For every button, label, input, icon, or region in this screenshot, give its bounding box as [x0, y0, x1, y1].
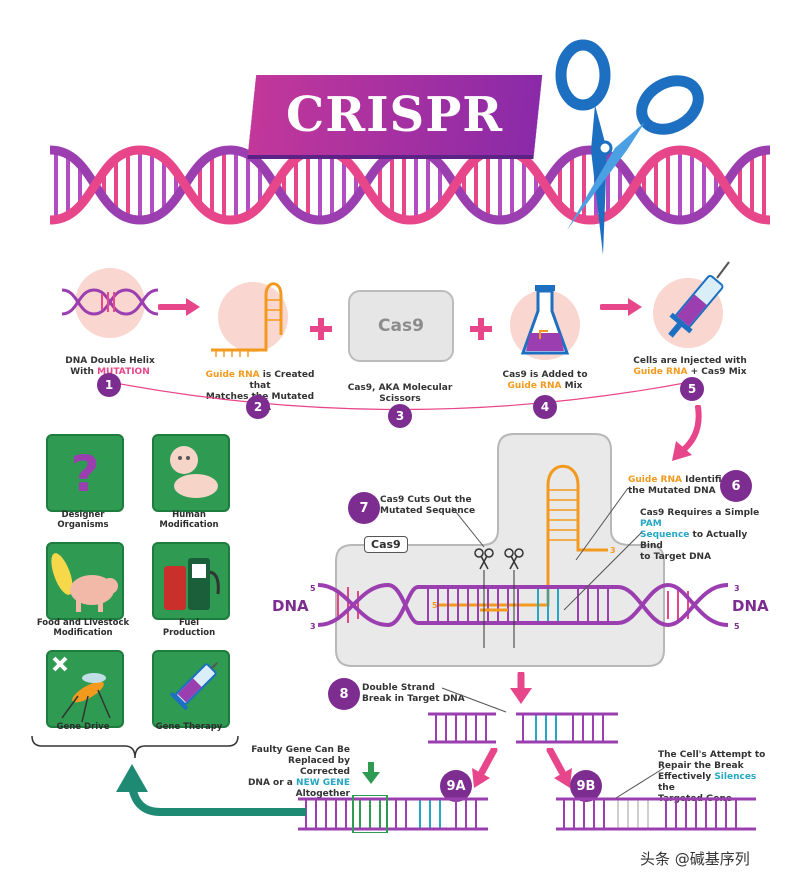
step2-circle — [218, 282, 288, 352]
annotation-leader — [451, 506, 485, 548]
flask-icon — [520, 285, 570, 355]
app-label: Fuel Production — [162, 618, 216, 638]
arrow-to-9b-icon — [546, 748, 572, 788]
rna-end-label: 5 — [432, 601, 438, 610]
applications-brace — [31, 735, 239, 759]
cut-lines — [483, 570, 515, 648]
outcome-9a-caption: Faulty Gene Can Be Replaced by Corrected… — [247, 745, 350, 799]
annotation-leader — [563, 487, 643, 611]
step9a-number: 9A — [440, 770, 472, 802]
step1-caption: DNA Double Helix With MUTATION — [65, 356, 155, 377]
target-dna-helix — [318, 582, 728, 628]
app-tile-human-modification — [152, 434, 230, 512]
plus-icon — [310, 318, 332, 340]
step6-caption: Guide RNA Identifies the Mutated DNA — [628, 475, 733, 496]
silenced-dna-segment — [556, 797, 756, 831]
app-label: Human Modification — [159, 510, 219, 530]
dna-label-left: DNA — [272, 597, 309, 615]
cas9-mechanism-body — [335, 433, 665, 667]
app-tile-fuel-production — [152, 542, 230, 620]
cas9-label: Cas9 — [364, 536, 408, 553]
app-label: Gene Therapy — [155, 722, 223, 732]
question-mark-icon: ? — [70, 445, 99, 503]
guide-rna-icon — [211, 282, 283, 357]
strand-end-label: 5 — [734, 622, 740, 631]
app-label: Gene Drive — [56, 722, 110, 732]
step7-number: 7 — [348, 492, 380, 524]
step9b-number: 9B — [570, 770, 602, 802]
arrow-down-icon — [362, 762, 380, 784]
page-title: CRISPR — [286, 87, 504, 143]
syringe-icon — [668, 261, 730, 338]
guide-rna-hairpin — [438, 464, 608, 607]
step5-number: 5 — [680, 377, 704, 401]
step4-caption: Cas9 is Added to Guide RNA Mix — [502, 370, 588, 391]
step5-caption: Cells are Injected with Guide RNA + Cas9… — [633, 356, 747, 377]
step1-number: 1 — [97, 373, 121, 397]
step2-number: 2 — [246, 395, 270, 419]
app-tile-designer-organisms: ? — [46, 434, 124, 512]
strand-end-label: 3 — [310, 622, 316, 631]
arrow-down-left-icon — [672, 405, 702, 461]
strand-end-label: 5 — [310, 584, 316, 593]
app-label: Designer Organisms — [57, 510, 109, 530]
pig-corn-icon — [51, 553, 118, 612]
mosquito-icon — [52, 656, 111, 723]
arrow-right-icon — [158, 298, 200, 316]
arrow-to-9a-icon — [472, 748, 498, 788]
rna-end-label: 3 — [610, 546, 616, 555]
svg-text:?: ? — [70, 445, 99, 503]
step7-caption: Cas9 Cuts Out the Mutated Sequence — [380, 495, 476, 516]
step8-caption: Double Strand Break in Target DNA — [362, 683, 465, 704]
title-banner: CRISPR — [247, 75, 543, 155]
cas9-protein-icon: Cas9 — [348, 290, 454, 362]
broken-dna-segment — [428, 712, 618, 744]
strand-end-label: 3 — [734, 584, 740, 593]
app-tile-food-livestock — [46, 542, 124, 620]
cut-scissors-icon — [474, 548, 494, 570]
syringe-icon — [169, 662, 218, 711]
app-label: Food and Livestock Modification — [36, 618, 130, 638]
step6-number: 6 — [720, 470, 752, 502]
dna-label-right: DNA — [732, 597, 769, 615]
baby-icon — [170, 446, 218, 498]
plus-icon — [470, 318, 492, 340]
arrow-right-icon — [600, 298, 642, 316]
step8-number: 8 — [328, 678, 360, 710]
app-tile-gene-therapy — [152, 650, 230, 728]
arrow-down-icon — [510, 672, 532, 704]
cas9-logo-text: Cas9 — [378, 316, 424, 336]
return-arrow-icon — [116, 764, 306, 816]
step4-number: 4 — [533, 395, 557, 419]
scissors-icon — [555, 39, 704, 255]
cut-scissors-icon — [504, 548, 524, 570]
dna-mutation-icon — [62, 288, 158, 316]
app-tile-gene-drive — [46, 650, 124, 728]
watermark-text: 头条 @碱基序列 — [640, 850, 750, 868]
corrected-dna-segment — [298, 795, 488, 833]
step3-caption: Cas9, AKA Molecular Scissors — [347, 383, 453, 404]
fuel-pump-icon — [164, 558, 220, 610]
annotation-leader — [441, 687, 507, 713]
step3-number: 3 — [388, 404, 412, 428]
annotation-leader — [615, 767, 665, 799]
pam-caption: Cas9 Requires a Simple PAM Sequence to A… — [640, 508, 760, 562]
